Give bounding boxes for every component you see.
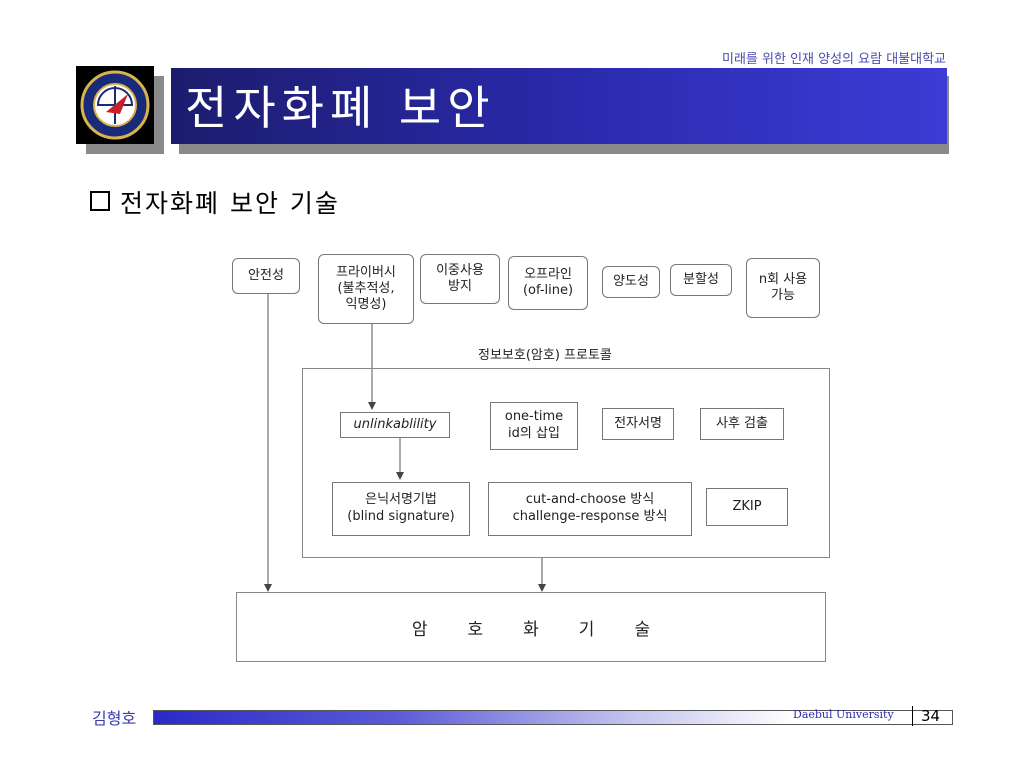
tagline: 미래를 위한 인재 양성의 요람 대불대학교	[722, 52, 946, 67]
crypto-label: 암호화기술	[411, 619, 691, 640]
arrowhead-icon	[396, 472, 404, 480]
page-divider	[912, 706, 913, 726]
slide-title: 전자화폐 보안	[185, 81, 496, 135]
footer-author: 김형호	[92, 709, 137, 728]
req-offline: 오프라인 (of-line)	[508, 256, 588, 310]
section-heading-text: 전자화폐 보안 기술	[120, 189, 340, 218]
arrowhead-icon	[264, 584, 272, 592]
req-double-spending: 이중사용 방지	[420, 254, 500, 304]
proto-one-time-id: one-time id의 삽입	[490, 402, 578, 450]
protocol-panel	[302, 368, 830, 558]
proto-digital-signature: 전자서명	[602, 408, 674, 440]
crypto-technology-box: 암호화기술	[236, 592, 826, 662]
checkbox-bullet-icon	[90, 191, 110, 211]
proto-zkip: ZKIP	[706, 488, 788, 526]
arrowhead-icon	[538, 584, 546, 592]
university-logo	[76, 66, 154, 144]
proto-blind-signature: 은닉서명기법 (blind signature)	[332, 482, 470, 536]
footer-university: Daebul University	[793, 708, 894, 721]
arrowhead-icon	[368, 402, 376, 410]
security-diagram: 안전성 프라이버시 (불추적성, 익명성) 이중사용 방지 오프라인 (of-l…	[220, 240, 840, 670]
diagram-arrows	[264, 294, 546, 592]
title-bar	[171, 68, 947, 144]
req-transferability: 양도성	[602, 266, 660, 298]
req-n-times-use: n회 사용 가능	[746, 258, 820, 318]
proto-post-detection: 사후 검출	[700, 408, 784, 440]
proto-cut-and-choose: cut-and-choose 방식 challenge-response 방식	[488, 482, 692, 536]
page-number: 34	[921, 707, 941, 725]
req-privacy: 프라이버시 (불추적성, 익명성)	[318, 254, 414, 324]
protocol-label: 정보보호(암호) 프로토콜	[478, 348, 612, 363]
req-divisibility: 분할성	[670, 264, 732, 296]
req-safety: 안전성	[232, 258, 300, 294]
proto-unlinkability: unlinkablility	[340, 412, 450, 438]
section-heading: 전자화폐 보안 기술	[90, 184, 340, 220]
footer-bar	[153, 710, 953, 725]
